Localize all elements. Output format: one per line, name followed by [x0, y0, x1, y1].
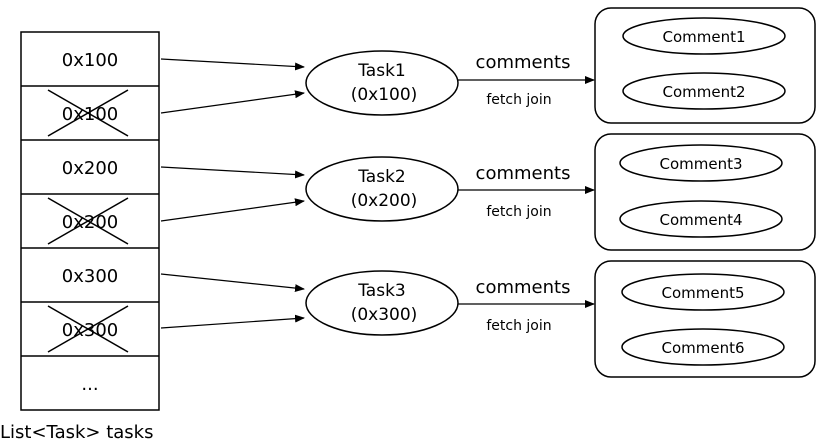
comment-label: Comment3 — [659, 155, 742, 173]
relation-label: comments — [476, 277, 571, 298]
pointer-arrows — [160, 58, 305, 329]
duplicate-cross-1 — [47, 89, 129, 137]
task-ellipse — [305, 270, 459, 336]
pointer-arrow — [160, 58, 305, 71]
comment-label: Comment5 — [661, 284, 744, 302]
pointer-arrow — [160, 314, 305, 329]
pointer-arrow — [160, 273, 305, 293]
list-cell-6: ... — [81, 374, 98, 395]
task-name: Task1 — [357, 61, 406, 81]
comment-label: Comment2 — [662, 83, 745, 101]
comment-ellipse — [622, 72, 786, 110]
pointer-arrow — [160, 166, 305, 179]
list-outline — [20, 31, 160, 411]
task-node-3: Task3 (0x300) comments fetch join Commen… — [305, 260, 816, 378]
pointer-arrow — [160, 198, 305, 222]
task-node-2: Task2 (0x200) comments fetch join Commen… — [305, 133, 816, 251]
task-name: Task2 — [357, 167, 406, 187]
comment-label: Comment4 — [659, 211, 742, 229]
duplicate-cross-3 — [47, 197, 129, 245]
comment-ellipse — [619, 144, 783, 182]
pointer-arrow — [160, 90, 305, 114]
list-cell-2: 0x200 — [62, 158, 118, 179]
duplicate-cross-5 — [47, 305, 129, 353]
list-cell-0: 0x100 — [62, 50, 118, 71]
join-label: fetch join — [486, 204, 551, 220]
task-list: 0x100 0x100 0x200 0x200 0x300 0x300 ... … — [0, 31, 160, 443]
join-label: fetch join — [486, 92, 551, 108]
task-node-1: Task1 (0x100) comments fetch join Commen… — [305, 7, 816, 124]
list-cell-4: 0x300 — [62, 266, 118, 287]
comment-ellipse — [621, 328, 785, 366]
task-ellipse — [305, 50, 459, 116]
relation-label: comments — [476, 163, 571, 184]
task-address: (0x100) — [351, 85, 418, 105]
comment-label: Comment1 — [662, 28, 745, 46]
relation-label: comments — [476, 52, 571, 73]
task-name: Task3 — [357, 281, 406, 301]
comment-ellipse — [621, 273, 785, 311]
comment-ellipse — [619, 200, 783, 238]
list-caption: List<Task> tasks — [0, 422, 153, 443]
comment-label: Comment6 — [661, 339, 744, 357]
task-address: (0x200) — [351, 191, 418, 211]
join-label: fetch join — [486, 318, 551, 334]
comment-ellipse — [622, 17, 786, 55]
task-ellipse — [305, 156, 459, 222]
task-address: (0x300) — [351, 305, 418, 325]
